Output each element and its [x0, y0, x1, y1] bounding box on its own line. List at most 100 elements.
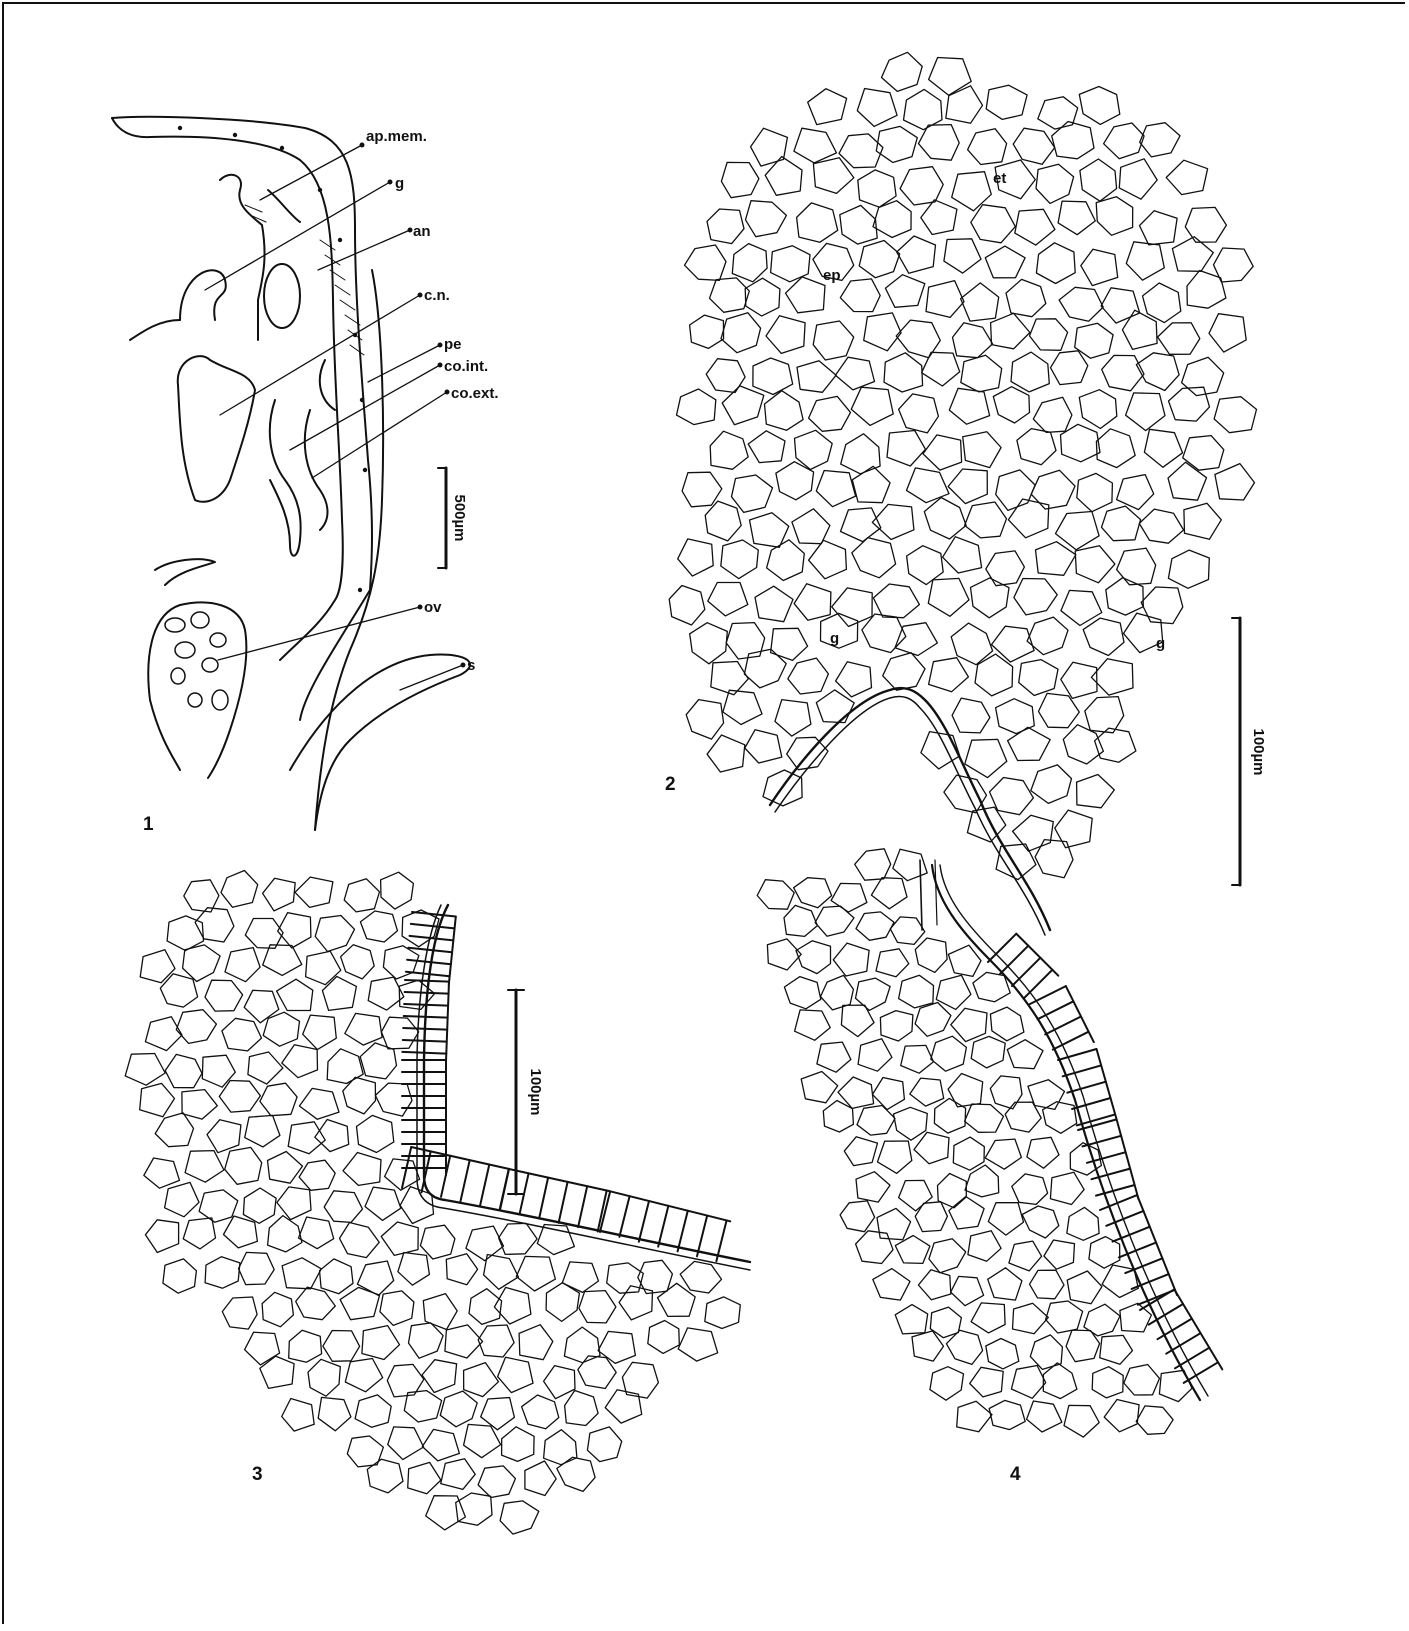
- tissue-cell: [794, 584, 831, 621]
- tissue-cell: [182, 1090, 217, 1120]
- figure-number-2: 2: [665, 774, 676, 795]
- tissue-cell: [809, 396, 851, 431]
- tissue-cell: [746, 201, 787, 237]
- fig2-epidermis: [770, 688, 1050, 935]
- tissue-cell: [478, 1325, 514, 1357]
- tissue-cell: [924, 498, 966, 540]
- tissue-cell: [899, 1180, 933, 1211]
- tissue-cell: [502, 1427, 534, 1462]
- tissue-cell: [1008, 499, 1048, 538]
- tissue-cell: [878, 1141, 912, 1173]
- tissue-cell: [887, 431, 926, 467]
- tissue-cell: [991, 313, 1030, 349]
- tissue-cell: [884, 353, 923, 392]
- figure-number-4: 4: [1010, 1464, 1021, 1485]
- tissue-cell: [882, 52, 923, 91]
- palisade-cell-wall: [1030, 986, 1066, 1004]
- figure-number-1: 1: [143, 814, 154, 835]
- tissue-cell: [1067, 1207, 1099, 1240]
- tissue-cell: [341, 945, 375, 979]
- figure-1: ap.mem. g an c.n. pe co.int. co.ext. ov …: [112, 117, 499, 835]
- tissue-cell: [923, 435, 962, 470]
- tissue-cell: [605, 1390, 642, 1423]
- tissue-cell: [1011, 1366, 1045, 1399]
- tissue-cell: [1166, 160, 1207, 194]
- tissue-cell: [797, 361, 836, 393]
- tissue-cell: [893, 849, 927, 881]
- tissue-cell: [852, 538, 896, 578]
- tissue-cell: [1185, 207, 1226, 242]
- palisade-cell-wall: [408, 948, 452, 953]
- tissue-cell: [996, 844, 1036, 880]
- tissue-cell: [622, 1362, 658, 1398]
- tissue-cell: [678, 539, 714, 576]
- tissue-cell: [195, 908, 234, 942]
- fig3-scale-bar: 100µm: [508, 990, 544, 1194]
- tissue-cell: [202, 1055, 235, 1087]
- tissue-cell: [1043, 1102, 1077, 1134]
- tissue-cell: [1120, 1303, 1152, 1332]
- palisade-cell-wall: [407, 960, 451, 965]
- fig1-ovules: [165, 612, 228, 710]
- tissue-cell: [840, 279, 880, 312]
- tissue-cell: [282, 1045, 318, 1078]
- tissue-cell: [1136, 1406, 1173, 1434]
- figure-4: 4: [757, 849, 1222, 1485]
- tissue-cell: [784, 905, 817, 936]
- tissue-cell: [282, 1258, 321, 1289]
- palisade-cell-wall: [405, 980, 449, 982]
- tissue-cell: [910, 1078, 944, 1106]
- tissue-cell: [500, 1501, 539, 1534]
- tissue-cell: [544, 1366, 575, 1399]
- tissue-cell: [707, 735, 745, 772]
- tissue-cell: [464, 1363, 499, 1397]
- tissue-cell: [1184, 503, 1221, 539]
- tissue-cell: [299, 1088, 339, 1119]
- tissue-cell: [1158, 323, 1200, 355]
- tissue-cell: [943, 537, 982, 573]
- fig2-cells: [669, 52, 1256, 879]
- tissue-cell: [1106, 578, 1144, 615]
- tissue-cell: [1215, 464, 1255, 500]
- tissue-cell: [222, 1297, 257, 1329]
- tissue-cell: [992, 626, 1035, 662]
- tissue-cell: [306, 951, 341, 985]
- tissue-cell: [598, 1331, 635, 1363]
- tissue-cell: [498, 1357, 533, 1392]
- tissue-cell: [775, 700, 811, 737]
- tissue-cell: [895, 1305, 928, 1334]
- fig2-label-g-left: g: [830, 630, 839, 647]
- tissue-cell: [678, 1328, 718, 1361]
- tissue-cell: [753, 358, 793, 395]
- tissue-cell: [423, 1294, 457, 1330]
- tissue-cell: [876, 126, 917, 162]
- tissue-cell: [260, 1356, 294, 1388]
- tissue-cell: [1119, 159, 1157, 199]
- tissue-cell: [1187, 271, 1226, 309]
- tissue-cell: [952, 698, 990, 733]
- tissue-cell: [263, 878, 296, 911]
- tissue-cell: [897, 236, 936, 273]
- tissue-cell: [409, 1323, 444, 1358]
- tissue-cell: [986, 85, 1027, 119]
- tissue-cell: [953, 323, 993, 358]
- tissue-cell: [1061, 590, 1102, 625]
- tissue-cell: [1031, 765, 1072, 804]
- palisade-inner-wall: [1016, 934, 1058, 976]
- tissue-cell: [1033, 397, 1072, 432]
- tissue-cell: [836, 662, 872, 697]
- tissue-cell: [441, 1459, 476, 1490]
- tissue-cell: [988, 1268, 1022, 1300]
- tissue-cell: [225, 1147, 262, 1184]
- label-ov: ov: [424, 599, 442, 616]
- tissue-cell: [1036, 243, 1075, 284]
- palisade-cell-wall: [1053, 1032, 1089, 1050]
- tissue-cell: [167, 916, 203, 951]
- tissue-cell: [948, 1074, 983, 1107]
- tissue-cell: [986, 1339, 1019, 1369]
- fig1-arrowheads: [360, 143, 466, 668]
- tissue-cell: [989, 1400, 1025, 1429]
- fig2-label-g-right: g: [1156, 635, 1165, 652]
- tissue-cell: [183, 945, 221, 982]
